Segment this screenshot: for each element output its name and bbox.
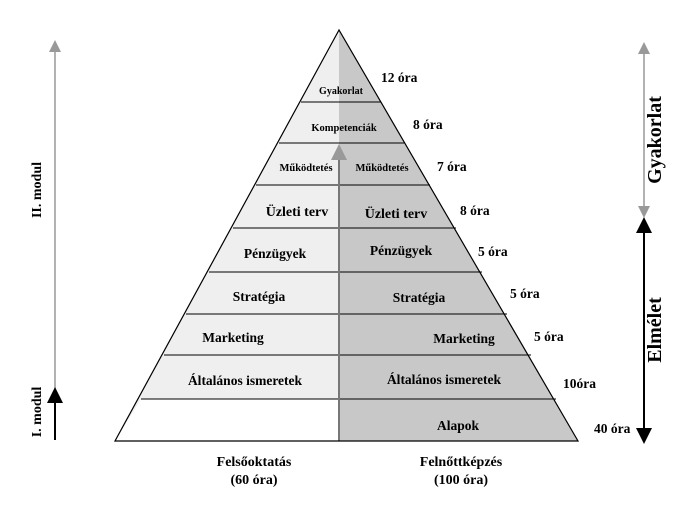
hours-label: 8 óra [460,203,490,218]
pyramid-outline [113,28,580,442]
theory-label: Elmélet [644,297,666,363]
right-layer-uzleti-terv: Üzleti terv [365,205,428,222]
left-layer-marketing: Marketing [202,330,264,345]
caption-felsooktatas-hours: (60 óra) [230,473,277,488]
hours-label: 5 óra [478,244,508,259]
hours-label: 7 óra [437,159,467,174]
left-layer-mukodtetes: Működtetés [279,163,332,174]
left-layer-gyakorlat: Gyakorlat [319,86,364,97]
left-layer-uzleti-terv: Üzleti terv [266,203,329,220]
right-layer-strategia: Stratégia [393,290,446,305]
module-2-label: II. modul [30,162,45,218]
hours-label: 12 óra [381,70,418,85]
hours-label: 40 óra [594,421,631,436]
right-layer-alapok: Alapok [437,418,480,433]
hours-label: 5 óra [510,286,540,301]
hours-label: 8 óra [413,117,443,132]
right-layer-altalanos-ismeretek: Általános ismeretek [387,372,502,387]
left-layer-strategia: Stratégia [233,289,286,304]
left-layer-penzugyek: Pénzügyek [244,246,307,261]
right-layer-marketing: Marketing [433,331,495,346]
hours-label: 5 óra [534,329,564,344]
caption-felnottkepzes-hours: (100 óra) [434,473,488,488]
caption-felnottkepzes: Felnőttképzés [420,455,503,470]
caption-felsooktatas: Felsőoktatás [217,455,292,470]
module-1-label: I. modul [30,387,45,438]
hours-label: 10óra [563,376,596,391]
right-layer-mukodtetes: Működtetés [355,163,408,174]
pyramid-layer-lines [141,101,556,400]
practice-label: Gyakorlat [644,96,666,184]
pyramid-bottom-left-band [115,399,339,441]
left-layer-kompetenciak: Kompetenciák [311,123,376,134]
right-layer-penzugyek: Pénzügyek [370,243,433,258]
left-layer-altalanos-ismeretek: Általános ismeretek [188,373,303,388]
